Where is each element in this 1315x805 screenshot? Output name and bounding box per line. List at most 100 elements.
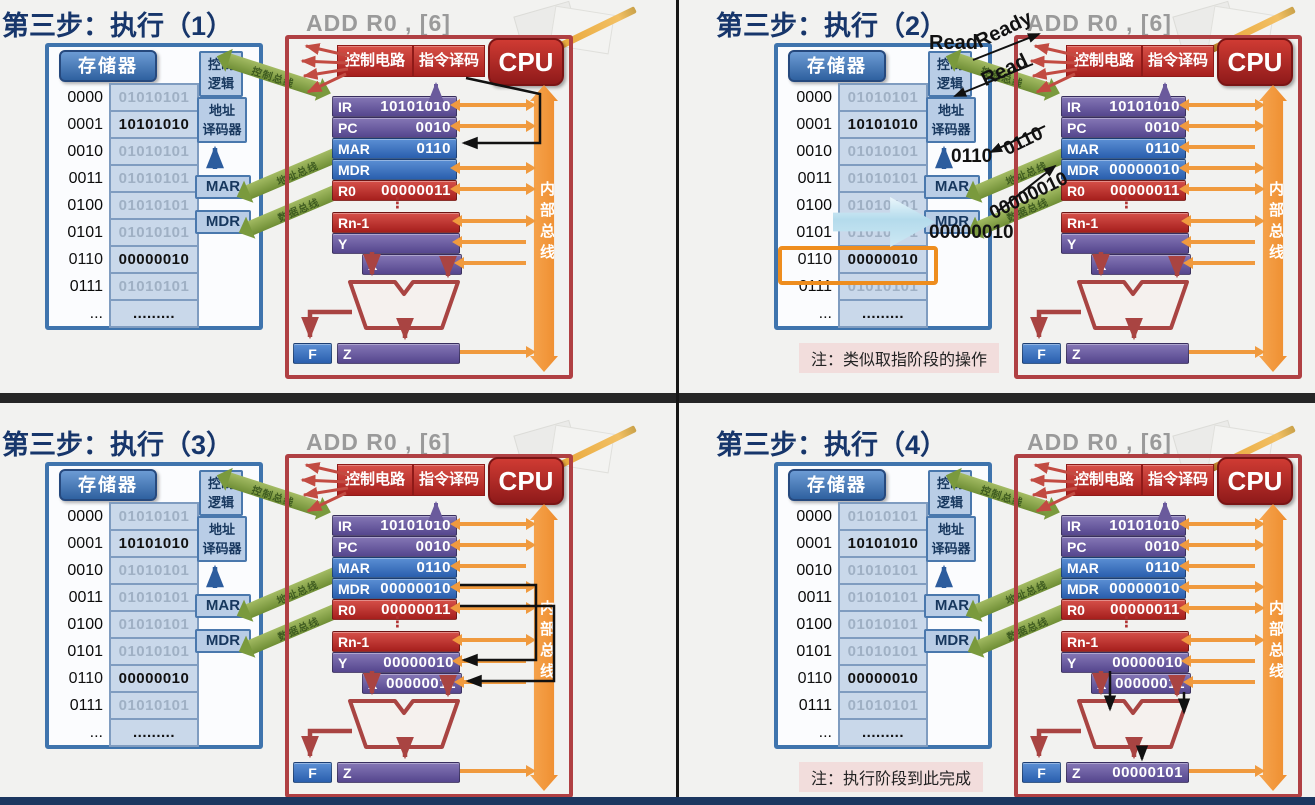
bus-connector-pc bbox=[1179, 120, 1265, 132]
address-decoder-box: 地址 译码器 bbox=[197, 97, 247, 143]
memory-panel: 存储器 0000 01010101 0001 10101010 0010 bbox=[774, 43, 992, 330]
bus-connector-x bbox=[454, 257, 526, 269]
bus-connector-rn1 bbox=[452, 634, 536, 646]
memory-row: ... ......... bbox=[53, 718, 199, 747]
cpu-badge: CPU bbox=[488, 457, 564, 505]
memory-row: 0100 01010101 bbox=[53, 191, 199, 220]
alu-input-a-label: A bbox=[1093, 704, 1104, 721]
memory-row: 0011 01010101 bbox=[782, 164, 928, 193]
memory-title-badge: 存储器 bbox=[59, 469, 157, 501]
bus-connector-y bbox=[452, 655, 526, 667]
memory-value: 10101010 bbox=[838, 110, 928, 139]
memory-address: 0101 bbox=[796, 642, 832, 660]
instruction-label: ADD R0 , [6] bbox=[306, 429, 451, 455]
alu-input-a-label: A bbox=[1093, 285, 1104, 302]
register-mdr: MDR bbox=[332, 159, 457, 180]
diagram-content: 存储器 0000 01010101 0001 10101010 0010 bbox=[0, 419, 586, 805]
memory-value: 01010101 bbox=[838, 83, 928, 112]
memory-value: 01010101 bbox=[109, 691, 199, 720]
instruction-label: ADD R0 , [6] bbox=[306, 10, 451, 36]
bus-connector-ir bbox=[450, 518, 536, 530]
memory-address: 0000 bbox=[67, 507, 103, 525]
memory-address: 0001 bbox=[796, 534, 832, 552]
memory-row: 0000 01010101 bbox=[782, 502, 928, 531]
registers-ellipsis: ⋮ bbox=[1119, 614, 1134, 631]
memory-table: 0000 01010101 0001 10101010 0010 0101010… bbox=[53, 83, 199, 328]
memory-row: ... ......... bbox=[782, 718, 928, 747]
register-f: F bbox=[1022, 762, 1061, 783]
memory-address: 0010 bbox=[67, 142, 103, 160]
bus-connector-mar bbox=[1179, 560, 1255, 572]
bus-connector-pc bbox=[450, 120, 536, 132]
memory-address: 0100 bbox=[796, 196, 832, 214]
memory-value: 01010101 bbox=[109, 218, 199, 247]
memory-row: 0100 01010101 bbox=[782, 610, 928, 639]
step-title: 第三步：执行（4） bbox=[716, 430, 948, 460]
cpu-badge: CPU bbox=[1217, 38, 1293, 86]
memory-row: 0110 00000010 bbox=[53, 245, 199, 274]
register-z: Z bbox=[1066, 343, 1189, 364]
bus-connector-y bbox=[452, 236, 526, 248]
memory-value: 00000010 bbox=[109, 245, 199, 274]
memory-address: 0101 bbox=[67, 223, 103, 241]
memory-value: 10101010 bbox=[109, 529, 199, 558]
alu-label: ALU bbox=[1110, 301, 1155, 323]
memory-row: 0000 01010101 bbox=[53, 83, 199, 112]
memory-address: 0000 bbox=[796, 88, 832, 106]
memory-value: 01010101 bbox=[838, 137, 928, 166]
register-rn1: Rn-1 bbox=[1061, 631, 1189, 652]
memory-address: 0110 bbox=[797, 250, 832, 268]
memory-value: 01010101 bbox=[838, 610, 928, 639]
memory-address: 0000 bbox=[67, 88, 103, 106]
memory-row: 0010 01010101 bbox=[53, 137, 199, 166]
memory-row: 0011 01010101 bbox=[53, 583, 199, 612]
memory-row: 0001 10101010 bbox=[53, 110, 199, 139]
instruction-decoder-box: 指令译码 bbox=[1142, 464, 1214, 496]
note-text: 注：类似取指阶段的操作 bbox=[799, 343, 1000, 373]
address-decoder-box: 地址 译码器 bbox=[926, 97, 976, 143]
memory-value: 01010101 bbox=[109, 556, 199, 585]
memory-row: 0101 01010101 bbox=[53, 218, 199, 247]
address-decoder-box: 地址 译码器 bbox=[197, 516, 247, 562]
memory-row: ... ......... bbox=[782, 299, 928, 328]
registers-ellipsis: ⋮ bbox=[390, 614, 405, 631]
register-rn1: Rn-1 bbox=[1061, 212, 1189, 233]
memory-address: 0111 bbox=[798, 696, 832, 714]
diagram-content: 存储器 0000 01010101 0001 10101010 0010 bbox=[729, 419, 1315, 805]
mar-output-value: 0110 bbox=[951, 146, 993, 167]
cpu-badge: CPU bbox=[1217, 457, 1293, 505]
alu-label: ALU bbox=[381, 720, 426, 742]
bus-connector-ir bbox=[1179, 99, 1265, 111]
bus-connector-x bbox=[454, 676, 526, 688]
bus-connector-z bbox=[1189, 346, 1265, 358]
memory-value: 01010101 bbox=[109, 637, 199, 666]
memory-row: 0111 01010101 bbox=[53, 691, 199, 720]
alu-input-b-label: B bbox=[436, 704, 447, 721]
control-circuit-box: 控制电路 bbox=[337, 464, 413, 496]
bus-connector-z bbox=[1189, 765, 1265, 777]
cpu-panel bbox=[285, 454, 573, 798]
memory-address: 0010 bbox=[796, 561, 832, 579]
alu-label: ALU bbox=[1110, 720, 1155, 742]
alu-input-b-label: B bbox=[1165, 704, 1176, 721]
bus-connector-mdr bbox=[1179, 581, 1265, 593]
memory-address: 0010 bbox=[67, 561, 103, 579]
memory-row: 0011 01010101 bbox=[53, 164, 199, 193]
cpu-panel bbox=[285, 35, 573, 379]
memory-address: ... bbox=[818, 723, 832, 741]
memory-value: 01010101 bbox=[109, 164, 199, 193]
memory-row: 0111 01010101 bbox=[53, 272, 199, 301]
memory-value: ......... bbox=[109, 299, 199, 328]
memory-table: 0000 01010101 0001 10101010 0010 0101010… bbox=[782, 502, 928, 747]
memory-address: 0011 bbox=[68, 588, 103, 606]
